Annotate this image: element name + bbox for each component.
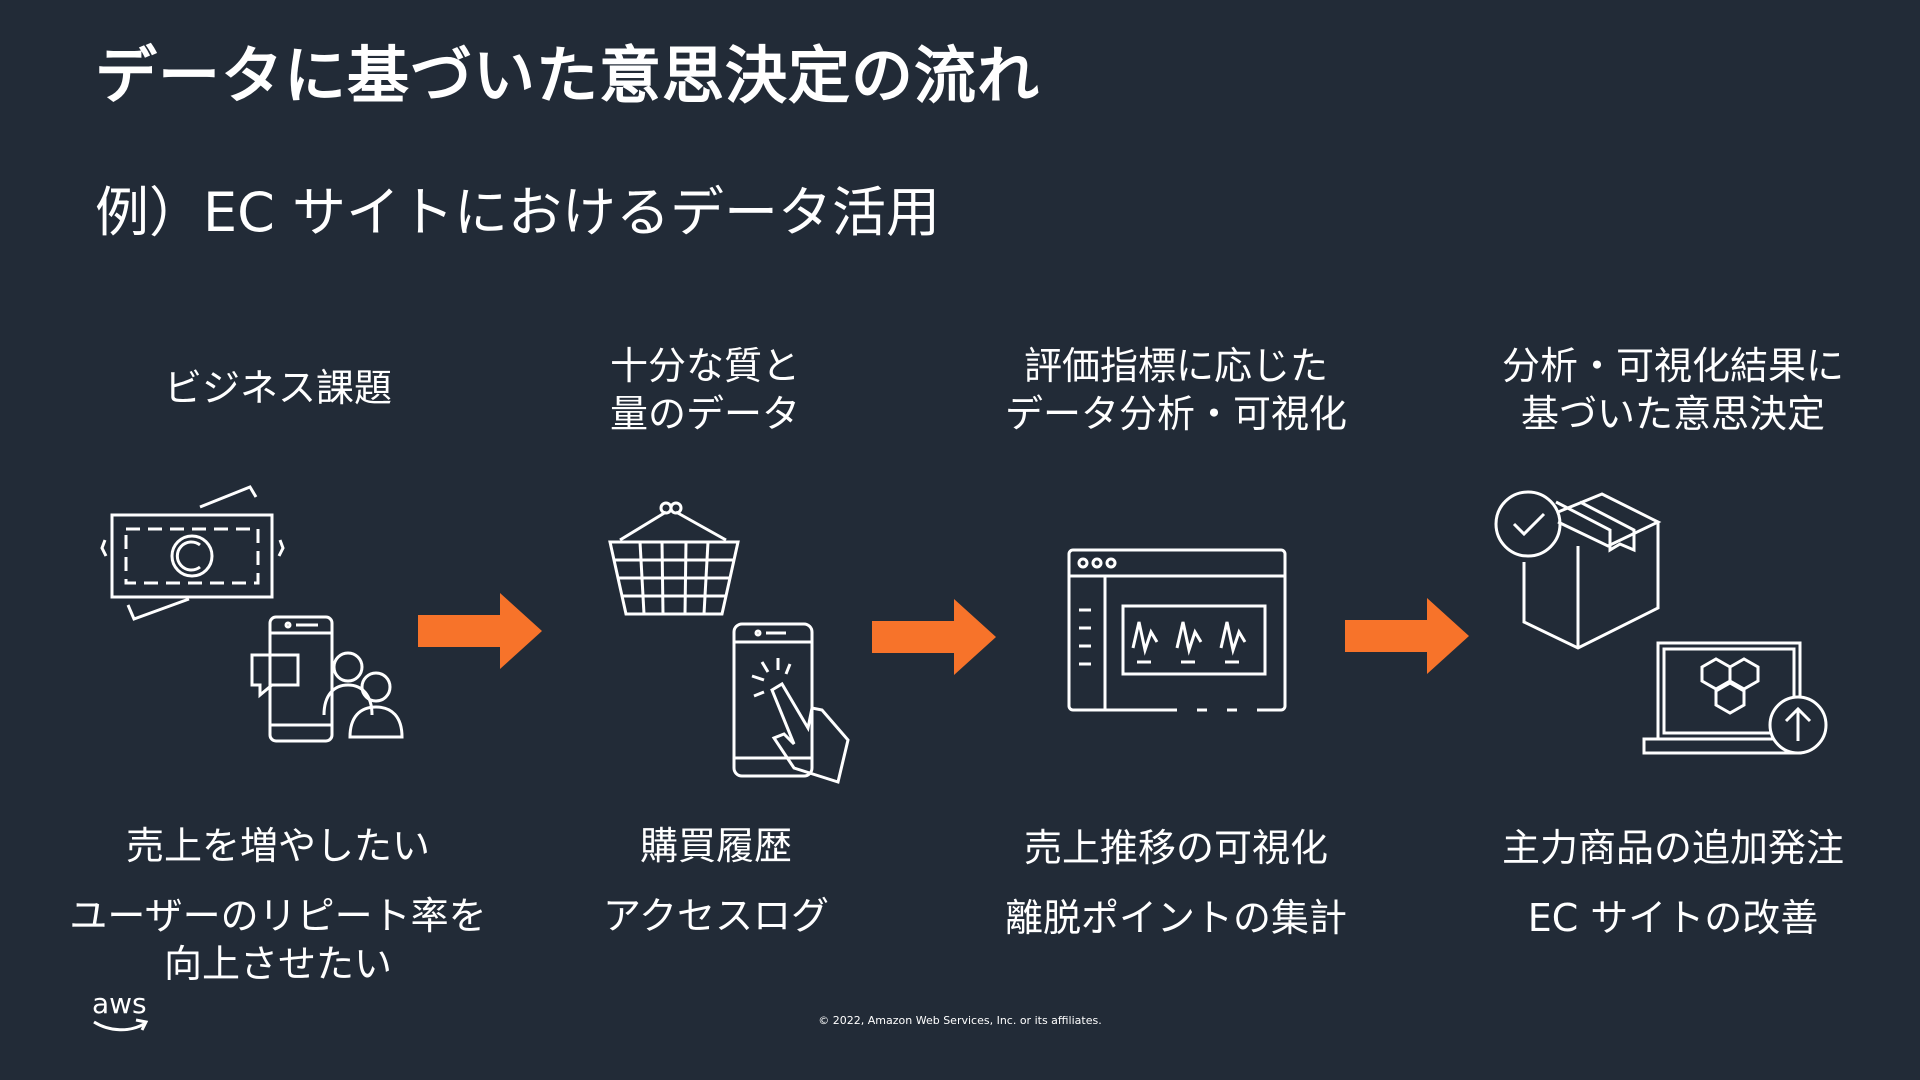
step-2-example: 購買履歴 アクセスログ	[602, 824, 830, 938]
step-2-heading: 十分な質と 量のデータ	[609, 344, 800, 436]
copyright-notice: © 2022, Amazon Web Services, Inc. or its…	[818, 1014, 1102, 1027]
slide-title: データに基づいた意思決定の流れ	[95, 39, 1041, 112]
step-1-example: 売上を増やしたい ユーザーのリピート率を 向上させたい	[69, 824, 487, 986]
package-check-icon	[1494, 490, 1662, 654]
step-1-heading: ビジネス課題	[163, 366, 392, 410]
mobile-users-chat-icon	[248, 615, 418, 749]
mobile-touch-icon	[732, 622, 858, 784]
aws-logo: aws	[92, 990, 150, 1038]
flow-arrow-3	[1345, 598, 1470, 678]
aws-smile-icon	[93, 1018, 149, 1032]
flow-arrow-1	[418, 593, 543, 673]
shopping-basket-icon	[606, 498, 742, 622]
step-3-example: 売上推移の可視化 離脱ポイントの集計	[1004, 826, 1347, 940]
slide-subtitle: 例）EC サイトにおけるデータ活用	[95, 181, 940, 244]
step-4-heading: 分析・可視化結果に 基づいた意思決定	[1501, 344, 1844, 436]
money-icon	[100, 485, 290, 639]
step-4-example: 主力商品の追加発注 EC サイトの改善	[1501, 826, 1844, 940]
laptop-upload-icon	[1642, 641, 1830, 761]
aws-logo-text: aws	[92, 987, 147, 1020]
flow-arrow-2	[872, 599, 997, 679]
step-3-heading: 評価指標に応じた データ分析・可視化	[1004, 344, 1347, 436]
dashboard-window-icon	[1067, 548, 1287, 716]
